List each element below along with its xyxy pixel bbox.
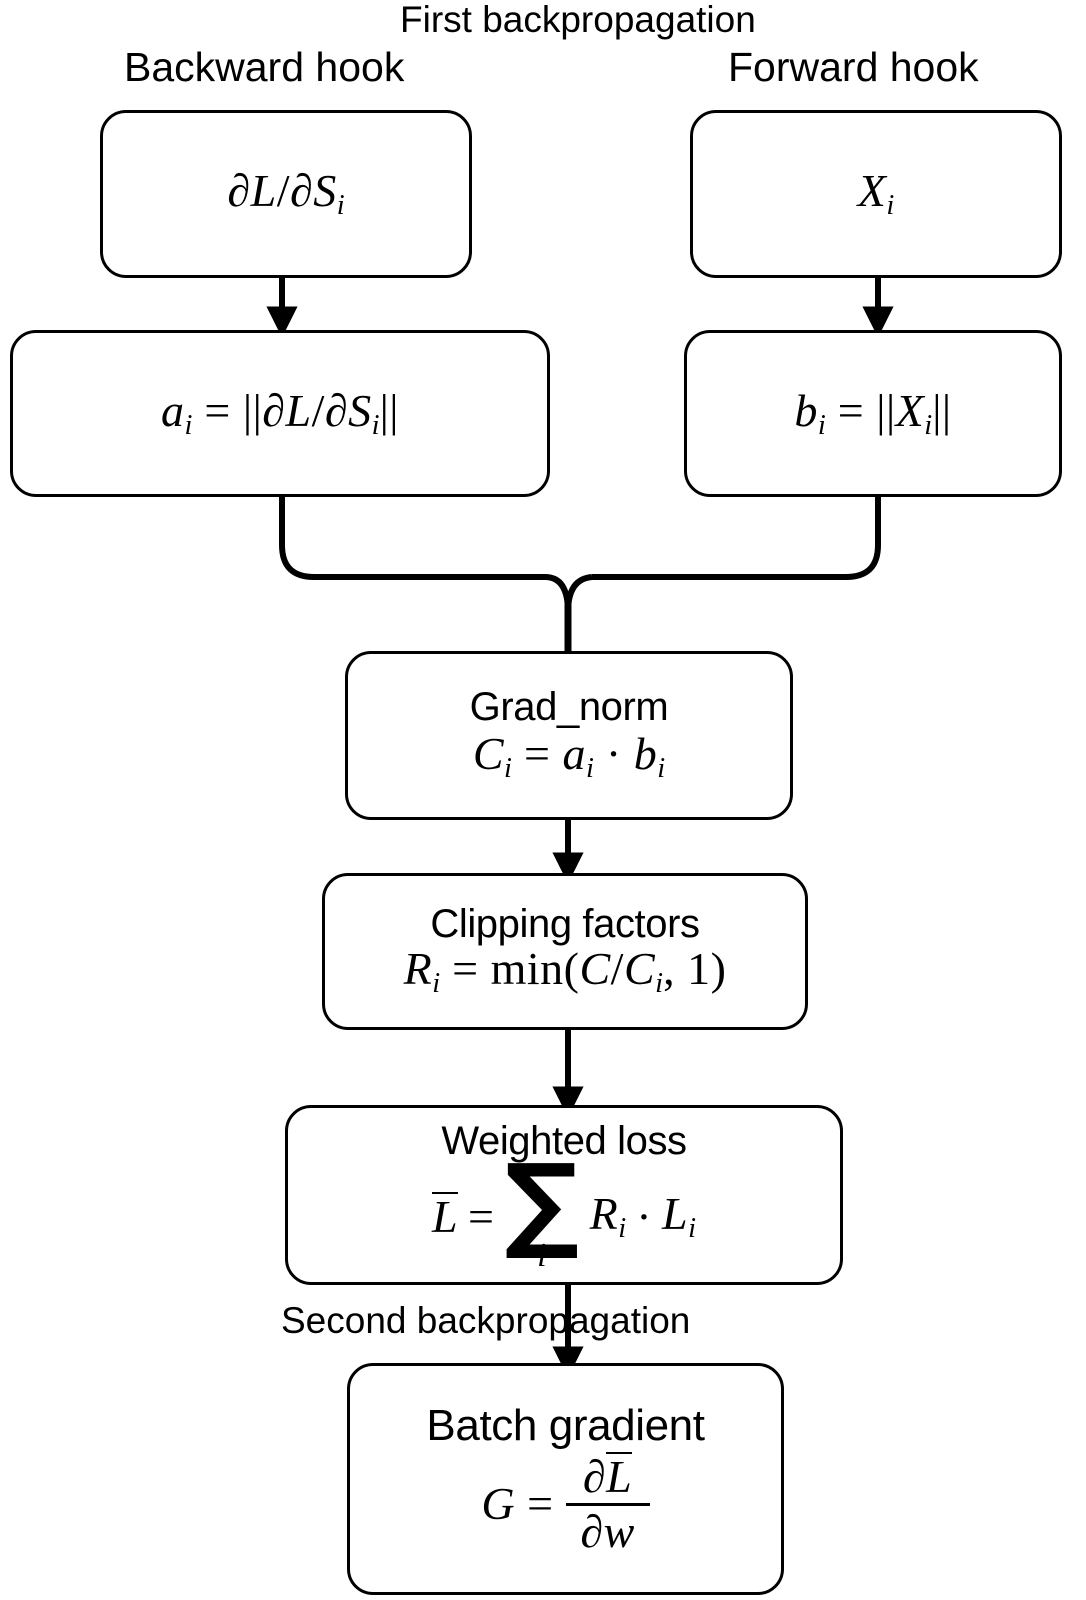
formula-weighted-loss: L = ∑ i Ri · Li bbox=[431, 1140, 697, 1274]
caption-forward-hook: Forward hook bbox=[728, 44, 979, 90]
formula-input-norm-b: bi = ||Xi|| bbox=[794, 384, 952, 441]
formula-activation-input: Xi bbox=[857, 165, 895, 222]
node-grad-norm-a[interactable]: ai = ||∂L/∂Si|| bbox=[10, 330, 550, 497]
summation-symbol: ∑ i bbox=[504, 1140, 580, 1274]
node-title-clipping-factors: Clipping factors bbox=[430, 901, 700, 946]
caption-first-backpropagation: First backpropagation bbox=[400, 0, 756, 40]
formula-grad-norm-c: Ci = ai · bi bbox=[472, 728, 666, 785]
merge-funnel-right bbox=[565, 574, 593, 613]
node-title-batch-gradient: Batch gradient bbox=[426, 1400, 705, 1450]
node-title-weighted-loss: Weighted loss bbox=[441, 1119, 687, 1164]
caption-second-backpropagation: Second backpropagation bbox=[281, 1300, 691, 1341]
node-batch-gradient[interactable]: Batch gradient G = ∂L ∂w bbox=[347, 1363, 784, 1595]
node-activation-input[interactable]: Xi bbox=[690, 110, 1062, 278]
formula-batch-gradient: G = ∂L ∂w bbox=[481, 1452, 650, 1555]
merge-branch-left bbox=[279, 497, 545, 580]
caption-backward-hook: Backward hook bbox=[124, 44, 405, 90]
node-title-grad-norm: Grad_norm bbox=[469, 684, 669, 729]
node-input-norm-b[interactable]: bi = ||Xi|| bbox=[684, 330, 1062, 497]
formula-grad-output: ∂L/∂Si bbox=[227, 165, 345, 222]
node-grad-output[interactable]: ∂L/∂Si bbox=[100, 110, 472, 278]
merge-funnel-left bbox=[544, 574, 571, 613]
merge-branch-right bbox=[592, 497, 881, 580]
node-weighted-loss[interactable]: Weighted loss L = ∑ i Ri · Li bbox=[285, 1105, 843, 1285]
node-clipping-factors[interactable]: Clipping factors Ri = min(C/Ci, 1) bbox=[322, 873, 808, 1030]
fraction-dLbar-dw: ∂L ∂w bbox=[565, 1452, 650, 1555]
node-grad-norm-c[interactable]: Grad_norm Ci = ai · bi bbox=[345, 651, 793, 820]
formula-grad-norm-a: ai = ||∂L/∂Si|| bbox=[160, 384, 399, 441]
formula-clipping-factors: Ri = min(C/Ci, 1) bbox=[403, 943, 727, 1000]
